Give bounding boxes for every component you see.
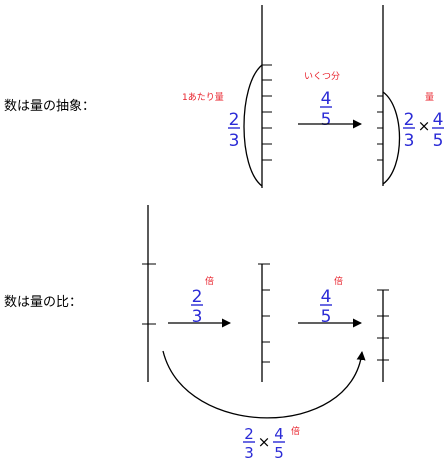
fraction-numerator: 4 (321, 89, 332, 109)
row2-label: 数は量の比： (4, 295, 82, 310)
row2-middle-ticks (258, 263, 270, 363)
row2-composite-arrow (162, 350, 366, 419)
row2-first-ratio: 2 3 (191, 287, 203, 327)
fraction-denominator: 5 (321, 110, 332, 130)
fraction-numerator: 2 (192, 287, 203, 307)
row1-right-ticks (377, 95, 383, 161)
fraction-numerator: 2 (404, 110, 415, 130)
row1-right-brace (382, 91, 401, 185)
fraction-denominator: 3 (244, 444, 254, 462)
row2-right-ticks (377, 289, 389, 361)
row2-product: 2 3 × 4 5 (243, 425, 285, 462)
fraction-denominator: 3 (192, 307, 203, 327)
row1-unit-fraction: 2 3 (228, 110, 240, 151)
row1-left-ticks (262, 64, 272, 161)
fraction-numerator: 4 (274, 425, 284, 443)
row2-second-ratio-unit: 倍 (334, 275, 343, 287)
times-sign: × (418, 117, 431, 135)
fraction-denominator: 5 (321, 307, 332, 327)
times-sign: × (258, 433, 271, 451)
row1-per-unit-label: 1あたり量 (182, 92, 224, 103)
fraction-denominator: 5 (274, 444, 284, 462)
fraction-numerator: 2 (229, 110, 240, 130)
row1-count-label: いくつ分 (304, 71, 340, 82)
fraction-denominator: 3 (404, 131, 415, 151)
fraction-numerator: 2 (244, 425, 254, 443)
row1-label: 数は量の抽象： (4, 99, 95, 114)
fraction-denominator: 3 (229, 131, 240, 151)
row1-count-fraction: 4 5 (320, 89, 332, 130)
row2-first-ratio-unit: 倍 (205, 275, 214, 287)
fraction-denominator: 5 (433, 131, 444, 151)
row1-left-brace (243, 64, 263, 187)
row1-amount-label: 量 (425, 92, 434, 103)
fraction-numerator: 4 (433, 110, 444, 130)
row2-product-ratio-unit: 倍 (291, 425, 300, 437)
row2-first-ticks (142, 263, 156, 325)
row1-product: 2 3 × 4 5 (403, 110, 444, 151)
fraction-numerator: 4 (321, 287, 332, 307)
row2-second-ratio: 4 5 (320, 287, 332, 327)
